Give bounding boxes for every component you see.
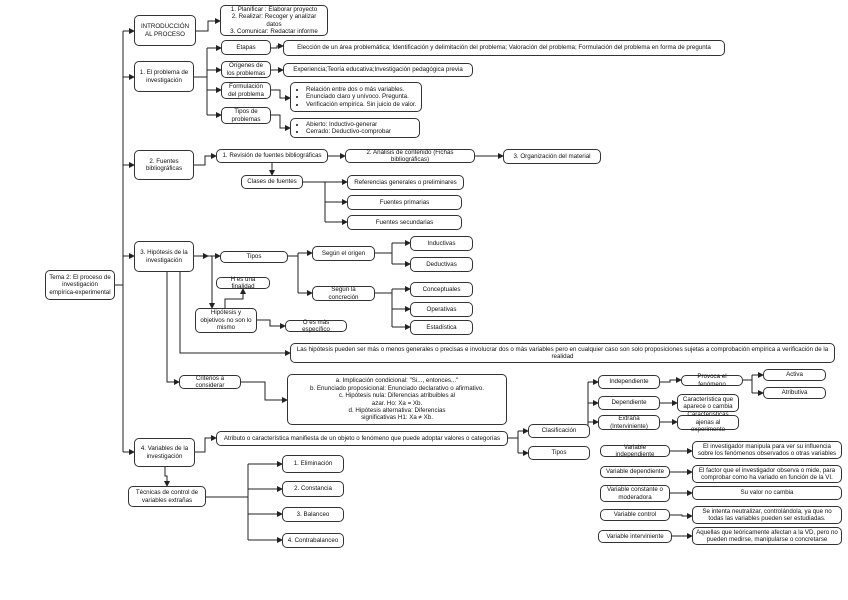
hipotesis-objetivos-node: Hipótesis y objetivos no son lo mismo <box>195 308 257 333</box>
connector-line <box>195 435 217 453</box>
independiente-node: Independiente <box>598 375 660 389</box>
etapas-node: Etapas <box>221 40 271 55</box>
connector-line <box>166 272 180 385</box>
clasificacion-node: Clasificación <box>528 424 590 438</box>
formulacion-item: Verificación empírica. Sin juicio de val… <box>306 101 416 108</box>
segun-concrecion-node: Según la concreción <box>312 286 375 301</box>
fuentes-step-1: 1. Revisión de fuentes bibliográficas <box>216 149 328 163</box>
hipotesis-nota: Las hipótesis pueden ser más o menos gen… <box>290 343 835 363</box>
atributiva-node: Atributiva <box>763 387 826 399</box>
formulacion-item: Enunciado claro y unívoco. Pregunta. <box>306 93 416 100</box>
tipo-variable-name: Variable control <box>600 509 670 521</box>
criterio-item: d. Hipótesis alternativa: Diferencias si… <box>348 406 446 422</box>
section-2-node: 2. Fuentes bibliográficas <box>134 150 194 180</box>
tipo-variable-desc: Aquellas que teóricamente afectan a la V… <box>692 527 842 545</box>
criterios-detail: a. Implicación condicional: "Si..., ento… <box>287 374 507 425</box>
clases-item: Referencias generales o preliminares <box>347 175 464 190</box>
root-node: Tema 2: El proceso de investigación empí… <box>45 270 115 300</box>
intro-node: INTRODUCCIÓN AL PROCESO <box>134 15 196 46</box>
provoca-node: Provoca el fenómeno <box>681 373 743 388</box>
connector-line <box>271 43 284 49</box>
tecnica-item: 4. Contrabalanceo <box>282 533 344 548</box>
extrana-detail: Características ajenas al experimento <box>677 411 739 433</box>
clases-item: Fuentes primarias <box>347 195 462 210</box>
intro-steps: 1. Planificar : Elaborar proyecto 2. Rea… <box>220 5 328 36</box>
origenes-node: Orígenes de los problemas <box>221 61 271 78</box>
tecnica-item: 2. Constancia <box>282 481 344 497</box>
connector-line <box>196 18 221 32</box>
origen-item: Deductivas <box>410 257 473 272</box>
connector-line <box>587 382 590 432</box>
tipo-variable-name: Variable interviniente <box>598 530 672 543</box>
intro-step: 1. Planificar : Elaborar proyecto <box>230 5 318 13</box>
especifico-node: O es más específico <box>285 319 347 333</box>
tipo-variable-name: Variable independiente <box>600 444 670 458</box>
variable-tipos-node: Tipos <box>528 446 590 460</box>
connector-line <box>194 153 217 166</box>
connector-line <box>224 288 246 308</box>
tecnica-item: 3. Balanceo <box>282 507 344 522</box>
formulacion-item: Relación entre dos o más variables. <box>306 86 416 93</box>
tipos-problemas-item: Abierto: Inductivo-generar <box>306 121 391 128</box>
tecnica-item: 1. Eliminación <box>282 455 344 473</box>
criterio-item: a. Implicación condicional: "Si..., ento… <box>335 377 459 385</box>
connector-line <box>179 272 291 356</box>
etapas-detail: Elección de un área problemática; Identi… <box>283 40 725 56</box>
criterios-node: Criterios a considerar <box>179 375 241 389</box>
connector-line <box>164 467 170 487</box>
connector-line <box>670 513 693 519</box>
formulacion-detail: Relación entre dos o más variables. Enun… <box>290 82 422 112</box>
activa-node: Activa <box>763 369 826 381</box>
fuentes-step-2: 2. Análisis de contenido (Fichas bibliog… <box>345 149 475 163</box>
connector-line <box>271 114 291 131</box>
tecnicas-node: Técnicas de control de variables extraña… <box>128 486 206 507</box>
clases-fuentes-node: Clases de fuentes <box>241 175 303 189</box>
connector-line <box>257 319 286 329</box>
section-1-node: 1. El problema de investigación <box>134 61 194 92</box>
tipos-problemas-node: Tipos de problemas <box>221 107 271 124</box>
tipo-variable-desc: Su valor no cambia <box>692 486 842 500</box>
formulacion-node: Formulación del problema <box>221 82 271 99</box>
concrecion-item: Estadística <box>410 320 473 335</box>
intro-step: 3. Comunicar: Redactar informe <box>230 27 318 35</box>
segun-origen-node: Según el origen <box>312 246 375 261</box>
dependiente-detail: Característica que aparece o cambia <box>677 394 739 412</box>
fuentes-step-3: 3. Organización del material <box>503 149 601 164</box>
hipotesis-tipos-node: Tipos <box>220 251 288 263</box>
concrecion-item: Conceptuales <box>410 282 473 297</box>
connector-line <box>271 89 291 101</box>
tipo-variable-desc: El investigador manipula para ver su inf… <box>692 441 842 459</box>
criterio-item: c. Hipótesis nula: Diferencias atribuibl… <box>338 392 456 407</box>
tipo-variable-name: Variable constante o moderadora <box>600 485 670 502</box>
criterio-item: b. Enunciado proposicional: Enunciado de… <box>309 384 485 392</box>
concrecion-item: Operativas <box>410 302 473 317</box>
dependiente-node: Dependiente <box>598 396 660 410</box>
connector-line <box>660 377 682 383</box>
tipo-variable-desc: Se intenta neutralizar, controlándola, y… <box>692 506 842 524</box>
section-3-node: 3. Hipótesis de la investigación <box>134 241 194 272</box>
origen-item: Inductivas <box>410 236 473 251</box>
tipos-problemas-detail: Abierto: Inductivo-generar Cerrado: Dedu… <box>290 118 420 138</box>
extrana-node: Extraña (Interviniente) <box>598 415 660 430</box>
variable-definicion: Atributo o característica manifiesta de … <box>216 431 508 446</box>
clases-item: Fuentes secundarias <box>347 215 462 230</box>
connector-line <box>241 381 288 403</box>
tipo-variable-name: Variable dependiente <box>600 466 670 478</box>
intro-step: 2. Realizar: Recoger y analizar datos <box>231 13 317 28</box>
section-4-node: 4. Variables de la investigación <box>134 438 195 467</box>
finalidad-node: H es una finalidad <box>216 276 270 290</box>
origenes-detail: Experiencia;Teoría educativa;Investigaci… <box>283 63 473 77</box>
tipo-variable-desc: El factor que el investigador observa o … <box>692 465 842 483</box>
tipos-problemas-item: Cerrado: Deductivo-comprobar <box>306 128 391 135</box>
